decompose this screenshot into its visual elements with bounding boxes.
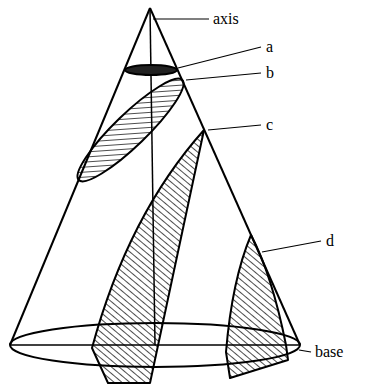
leader-line — [186, 73, 261, 80]
leader-line — [208, 125, 261, 130]
hyperbola-section — [226, 235, 288, 378]
circle-section — [125, 65, 177, 75]
parabola-section — [92, 130, 204, 383]
leader-lines — [153, 19, 321, 352]
part-label: b — [266, 64, 274, 82]
part-label: base — [315, 343, 343, 361]
part-label: a — [266, 38, 273, 56]
leader-line — [299, 350, 311, 352]
leader-line — [153, 18, 209, 19]
part-label: axis — [213, 10, 239, 28]
leader-line — [178, 47, 261, 68]
leader-line — [262, 241, 321, 252]
part-label: c — [266, 116, 273, 134]
part-label: d — [326, 232, 334, 250]
